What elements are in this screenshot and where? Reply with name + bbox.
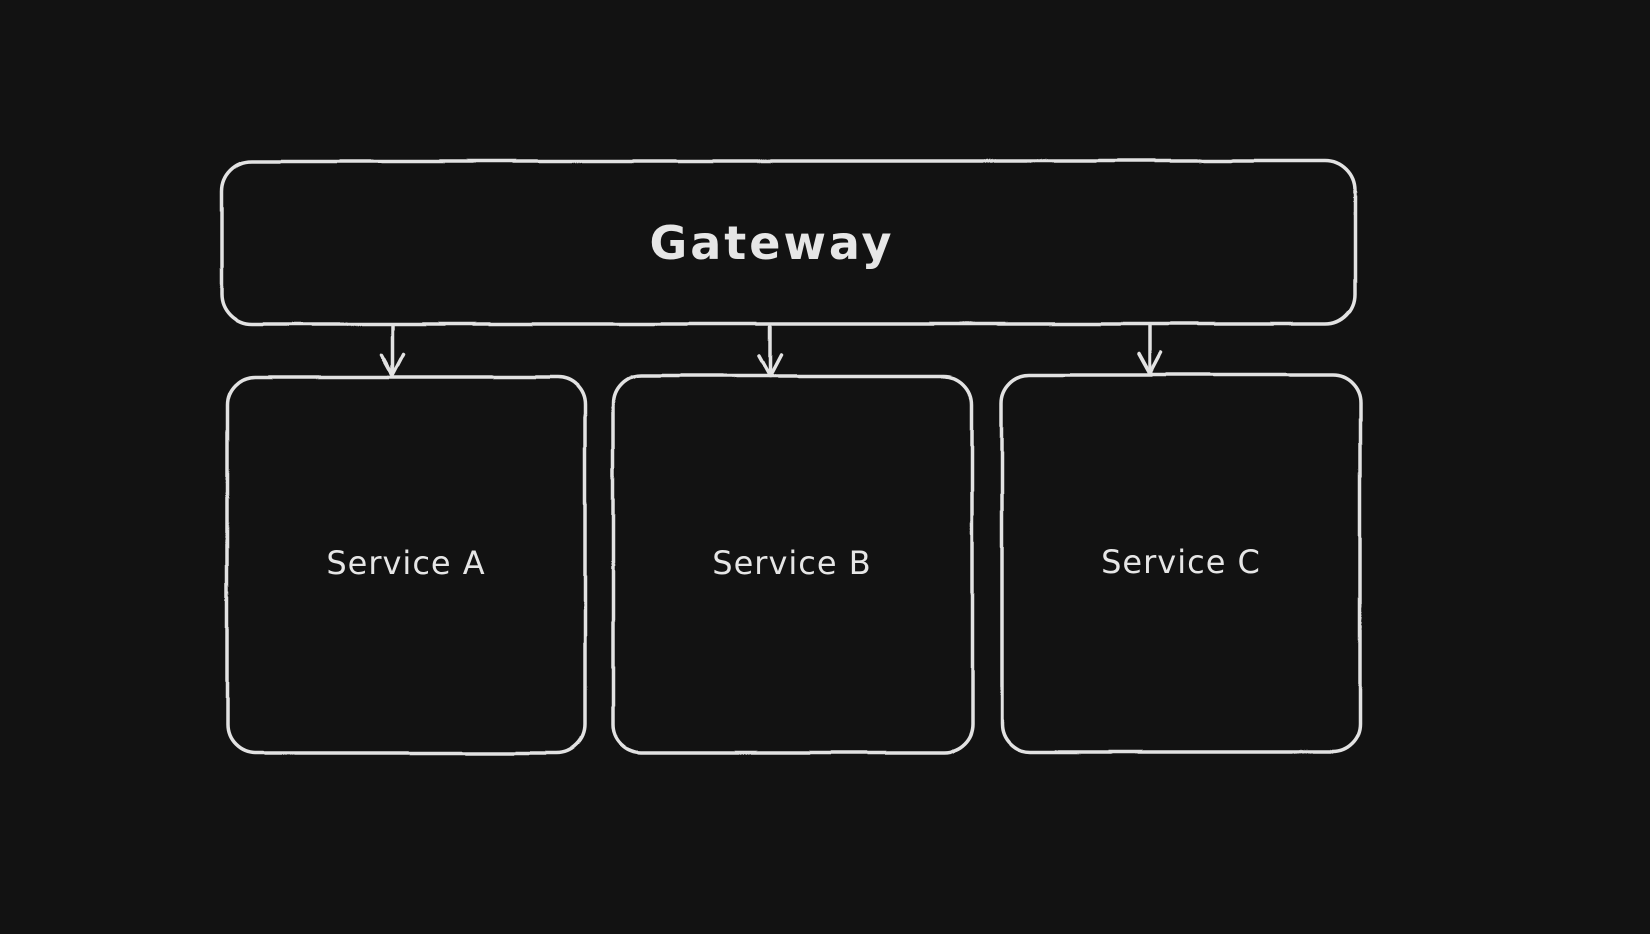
service-c-node[interactable] (1000, 373, 1362, 754)
service-a-node[interactable] (225, 375, 587, 755)
service-a-label[interactable]: Service A (326, 544, 486, 582)
service-b-label[interactable]: Service B (712, 544, 872, 582)
service-b-node[interactable] (611, 374, 974, 755)
arrow-gateway-to-service-b[interactable] (757, 325, 783, 378)
arrow-gateway-to-service-a[interactable] (379, 324, 405, 377)
arrow-gateway-to-service-c[interactable] (1137, 324, 1163, 376)
gateway-label[interactable]: Gateway (649, 216, 895, 270)
arrowhead-icon (757, 353, 783, 378)
gateway-node[interactable] (220, 159, 1357, 326)
arrowhead-icon (1137, 351, 1163, 376)
arrowhead-icon (379, 352, 405, 377)
service-c-label[interactable]: Service C (1101, 543, 1261, 581)
